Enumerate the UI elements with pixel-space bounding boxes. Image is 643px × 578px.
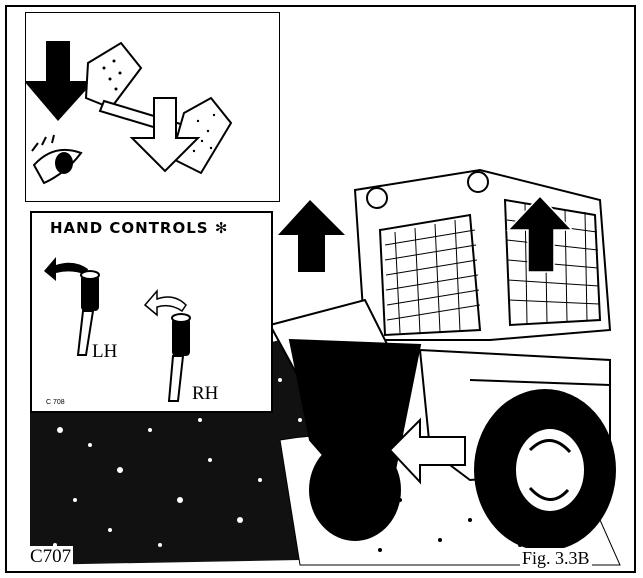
lever-label-lh: LH [92, 341, 117, 363]
foot-pedal-inset [25, 12, 280, 202]
hand-levers-illustration [32, 213, 271, 411]
hand-controls-title: HAND CONTROLS ✻ [50, 219, 228, 237]
eye-icon [32, 135, 81, 183]
arrow-up-icon [278, 200, 345, 272]
inset-code: C 708 [46, 399, 65, 406]
curved-arrow-icon [145, 291, 186, 315]
lever-label-rh: RH [192, 383, 218, 405]
lever-icon [169, 314, 190, 401]
foot-pedal-illustration [26, 13, 278, 200]
hand-controls-inset: HAND CONTROLS ✻ LH RH C 708 [30, 211, 273, 413]
arrow-down-icon [26, 41, 94, 121]
figure-caption: Fig. 3.3B [520, 548, 592, 569]
figure-code: C707 [28, 546, 73, 568]
